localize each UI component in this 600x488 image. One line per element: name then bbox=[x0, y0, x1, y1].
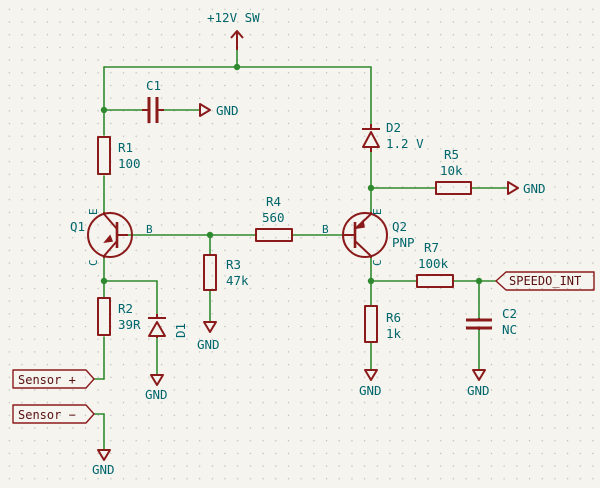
svg-text:SPEEDO_INT: SPEEDO_INT bbox=[509, 274, 581, 288]
svg-text:1k: 1k bbox=[386, 326, 402, 341]
junctions bbox=[100, 63, 483, 285]
svg-text:100: 100 bbox=[118, 156, 141, 171]
svg-text:47k: 47k bbox=[226, 273, 249, 288]
capacitor-c1: C1 bbox=[142, 78, 164, 123]
svg-text:GND: GND bbox=[197, 337, 220, 352]
svg-text:R5: R5 bbox=[444, 147, 459, 162]
svg-text:R2: R2 bbox=[118, 301, 133, 316]
svg-text:NC: NC bbox=[502, 322, 517, 337]
resistor-r7: R7 100k bbox=[416, 240, 454, 288]
svg-text:B: B bbox=[322, 223, 329, 236]
svg-text:100k: 100k bbox=[418, 256, 449, 271]
resistor-r4: R4 560 B bbox=[255, 194, 329, 242]
svg-text:GND: GND bbox=[523, 181, 546, 196]
vcc-label: +12V SW bbox=[207, 10, 260, 25]
gnd-symbol-r5: GND bbox=[507, 181, 546, 196]
svg-text:R1: R1 bbox=[118, 140, 133, 155]
svg-text:R3: R3 bbox=[226, 257, 241, 272]
resistor-r6: R6 1k bbox=[364, 305, 402, 343]
gnd-symbol-r3: GND bbox=[197, 321, 220, 352]
svg-text:D1: D1 bbox=[173, 323, 188, 338]
svg-text:GND: GND bbox=[359, 383, 382, 398]
svg-text:B: B bbox=[146, 223, 153, 236]
svg-text:Sensor −: Sensor − bbox=[18, 408, 76, 422]
label-speedo-int: SPEEDO_INT bbox=[495, 271, 595, 291]
vcc-symbol: +12V SW bbox=[207, 10, 260, 50]
diode-d2: D2 1.2 V bbox=[362, 120, 424, 152]
svg-text:E: E bbox=[87, 208, 100, 215]
resistor-r2: R2 39R bbox=[97, 297, 141, 336]
svg-text:1.2 V: 1.2 V bbox=[386, 136, 424, 151]
svg-text:Q2: Q2 bbox=[392, 219, 407, 234]
gnd-symbol-c2: GND bbox=[467, 369, 490, 398]
svg-text:E: E bbox=[371, 208, 384, 215]
svg-text:39R: 39R bbox=[118, 317, 141, 332]
svg-text:GND: GND bbox=[145, 387, 168, 402]
svg-text:R6: R6 bbox=[386, 310, 401, 325]
svg-text:Q1: Q1 bbox=[70, 219, 85, 234]
svg-text:C: C bbox=[87, 259, 100, 266]
svg-text:R4: R4 bbox=[266, 194, 281, 209]
svg-text:R7: R7 bbox=[424, 240, 439, 255]
gnd-symbol-d1: GND bbox=[145, 374, 168, 402]
svg-text:D2: D2 bbox=[386, 120, 401, 135]
gnd-symbol-r6: GND bbox=[359, 369, 382, 398]
svg-text:C1: C1 bbox=[146, 78, 161, 93]
resistor-r1: R1 100 bbox=[97, 136, 141, 175]
svg-text:PNP: PNP bbox=[392, 235, 415, 250]
svg-text:Sensor +: Sensor + bbox=[18, 373, 76, 387]
resistor-r3: R3 47k bbox=[203, 254, 249, 291]
svg-text:GND: GND bbox=[92, 462, 115, 477]
resistor-r5: R5 10k bbox=[435, 147, 472, 195]
transistor-q2: Q2 PNP E C bbox=[342, 208, 415, 266]
svg-text:C: C bbox=[371, 259, 384, 266]
transistor-q1: Q1 E B C bbox=[70, 208, 153, 266]
label-sensor-plus: Sensor + bbox=[12, 369, 95, 389]
svg-text:560: 560 bbox=[262, 210, 285, 225]
gnd-symbol-c1: GND bbox=[199, 103, 239, 118]
diode-d1: D1 bbox=[148, 314, 188, 338]
label-sensor-minus: Sensor − bbox=[12, 404, 95, 424]
svg-text:C2: C2 bbox=[502, 306, 517, 321]
svg-text:GND: GND bbox=[216, 103, 239, 118]
svg-text:GND: GND bbox=[467, 383, 490, 398]
gnd-symbol-sensor: GND bbox=[92, 449, 115, 477]
wires bbox=[93, 49, 509, 451]
svg-text:10k: 10k bbox=[440, 163, 463, 178]
capacitor-c2: C2 NC bbox=[466, 306, 517, 337]
